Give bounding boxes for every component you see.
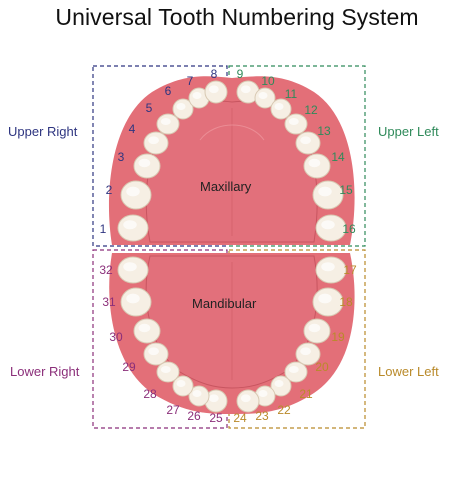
tooth-number-9: 9 — [236, 67, 244, 81]
tooth-number-26: 26 — [187, 409, 201, 423]
tooth-number-8: 8 — [210, 67, 218, 81]
tooth-number-11: 11 — [284, 87, 298, 101]
page-title: Universal Tooth Numbering System — [55, 4, 419, 30]
tooth-shine-7 — [192, 92, 202, 99]
tooth-number-30: 30 — [109, 330, 123, 344]
tooth-number-5: 5 — [145, 101, 153, 115]
tooth-number-7: 7 — [186, 74, 194, 88]
tooth-shine-15 — [318, 186, 332, 197]
tooth-shine-26 — [192, 390, 202, 397]
lower-right-label: Lower Right — [10, 364, 80, 379]
tooth-number-19: 19 — [331, 330, 345, 344]
tooth-shine-27 — [176, 380, 186, 387]
lower-right-box — [92, 249, 228, 429]
tooth-number-12: 12 — [304, 103, 318, 117]
tooth-number-32: 32 — [99, 263, 113, 277]
tooth-number-3: 3 — [117, 150, 125, 164]
tooth-shine-22 — [274, 380, 284, 387]
tooth-shine-28 — [160, 366, 171, 373]
tooth-number-2: 2 — [105, 183, 113, 197]
tooth-number-6: 6 — [164, 84, 172, 98]
tooth-number-4: 4 — [128, 122, 136, 136]
tooth-shine-8 — [208, 85, 219, 94]
tooth-shine-21 — [288, 366, 299, 373]
tooth-shine-32 — [123, 262, 137, 272]
tooth-shine-1 — [123, 220, 137, 230]
upper-left-label: Upper Left — [378, 124, 439, 139]
tooth-shine-17 — [321, 262, 335, 272]
tooth-shine-10 — [258, 92, 268, 99]
tooth-shine-24 — [240, 394, 251, 403]
tooth-shine-11 — [274, 103, 284, 110]
tooth-shine-30 — [138, 323, 151, 333]
tooth-number-1: 1 — [99, 222, 107, 236]
tooth-shine-4 — [148, 136, 160, 145]
tooth-number-18: 18 — [339, 295, 353, 309]
tooth-number-20: 20 — [315, 360, 329, 374]
tooth-shine-13 — [300, 136, 311, 145]
tooth-number-27: 27 — [166, 403, 180, 417]
tooth-shine-18 — [318, 293, 332, 304]
tooth-number-10: 10 — [261, 74, 275, 88]
tooth-shine-6 — [176, 103, 186, 110]
tooth-shine-19 — [308, 323, 321, 333]
upper-right-label: Upper Right — [8, 124, 78, 139]
tooth-shine-9 — [240, 85, 251, 94]
tooth-number-16: 16 — [342, 222, 356, 236]
tooth-number-29: 29 — [122, 360, 136, 374]
tooth-shine-25 — [208, 394, 219, 403]
tooth-shine-16 — [321, 220, 335, 230]
tooth-shine-5 — [160, 118, 171, 125]
tooth-shine-20 — [300, 347, 311, 356]
tooth-number-14: 14 — [331, 150, 345, 164]
maxillary-label: Maxillary — [200, 179, 252, 194]
tooth-shine-12 — [288, 118, 299, 125]
tooth-number-17: 17 — [343, 263, 357, 277]
tooth-number-21: 21 — [299, 387, 313, 401]
tooth-number-23: 23 — [255, 409, 269, 423]
tooth-shine-2 — [126, 186, 140, 197]
tooth-number-15: 15 — [339, 183, 353, 197]
lower-left-label: Lower Left — [378, 364, 439, 379]
tooth-number-31: 31 — [102, 295, 116, 309]
tooth-number-22: 22 — [277, 403, 291, 417]
tooth-number-28: 28 — [143, 387, 157, 401]
tooth-number-13: 13 — [317, 124, 331, 138]
tooth-number-25: 25 — [209, 411, 223, 425]
tooth-shine-3 — [138, 158, 151, 168]
teeth-group — [117, 80, 347, 413]
mandibular-label: Mandibular — [192, 296, 257, 311]
tooth-number-24: 24 — [233, 411, 247, 425]
tooth-shine-31 — [126, 293, 140, 304]
tooth-shine-23 — [258, 390, 268, 397]
tooth-shine-14 — [308, 158, 321, 168]
tooth-shine-29 — [148, 347, 160, 356]
